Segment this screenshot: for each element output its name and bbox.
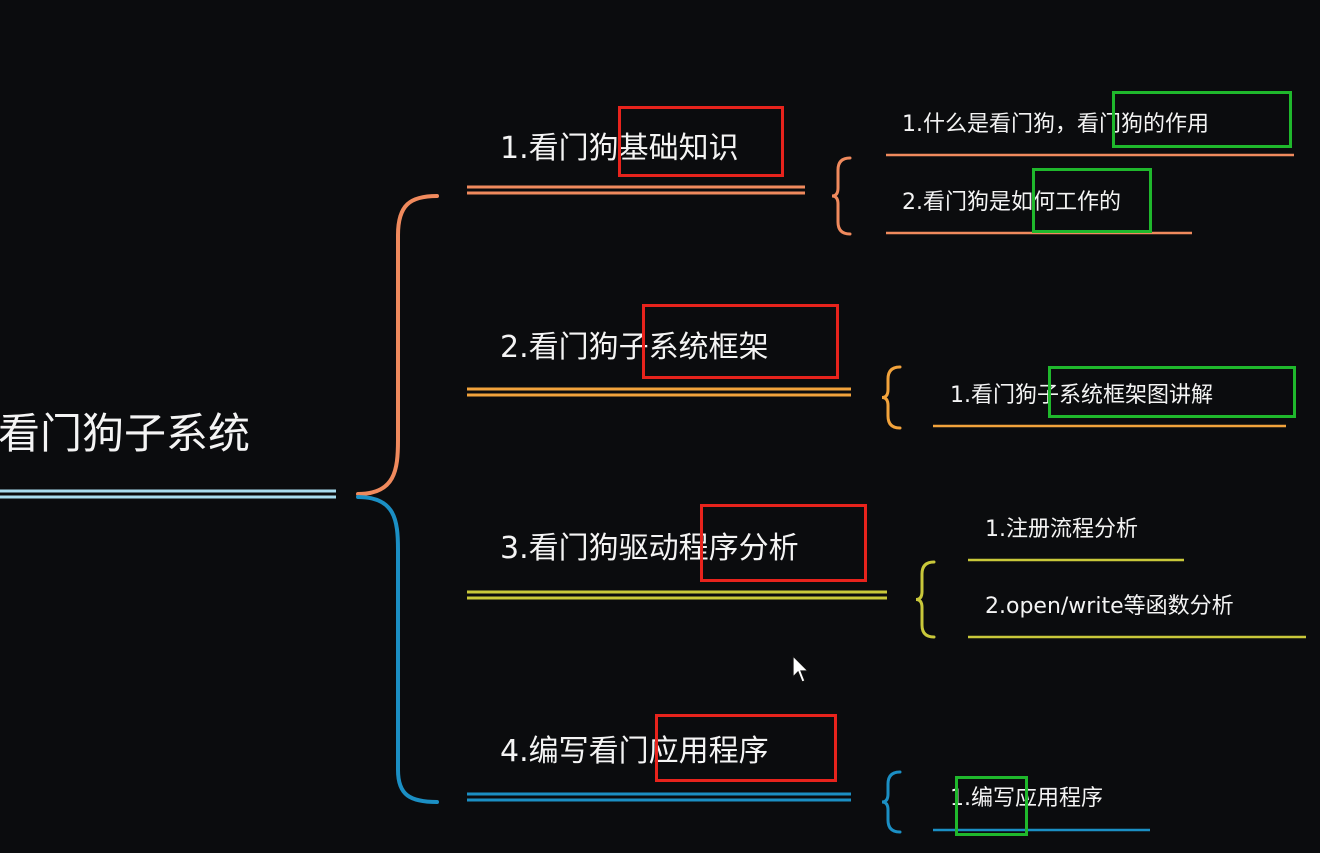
leaf-1-1-label: 1.什么是看门狗，看门狗的作用 — [902, 112, 1209, 137]
branch-2-label: 2.看门狗子系统框架 — [500, 330, 769, 365]
leaf-2-1-label: 1.看门狗子系统框架图讲解 — [950, 383, 1213, 408]
highlight-box-green — [1032, 168, 1152, 233]
branch-4-leaf-brace — [881, 770, 902, 834]
highlight-box-red — [618, 106, 784, 177]
highlight-box-green — [1112, 91, 1292, 148]
highlight-box-red — [655, 714, 837, 782]
branch-4-label: 4.编写看门应用程序 — [500, 734, 769, 769]
branch-2-leaf-brace — [881, 365, 902, 430]
highlight-box-green — [1048, 366, 1296, 418]
highlight-box-green — [955, 776, 1028, 836]
mouse-cursor-icon — [792, 655, 810, 683]
branch-3-leaf-brace — [915, 560, 936, 639]
branch-1-leaf-brace — [831, 156, 852, 236]
highlight-box-red — [700, 504, 867, 582]
leaf-3-2-label: 2.open/write等函数分析 — [985, 594, 1234, 619]
root-bracket-lower — [356, 495, 439, 804]
highlight-box-red — [642, 304, 839, 379]
root-node-label: 看门狗子系统 — [0, 409, 251, 458]
branch-3-label: 3.看门狗驱动程序分析 — [500, 531, 799, 566]
leaf-1-2-label: 2.看门狗是如何工作的 — [902, 190, 1121, 215]
leaf-3-1-label: 1.注册流程分析 — [985, 517, 1138, 542]
root-bracket-upper — [356, 194, 439, 496]
